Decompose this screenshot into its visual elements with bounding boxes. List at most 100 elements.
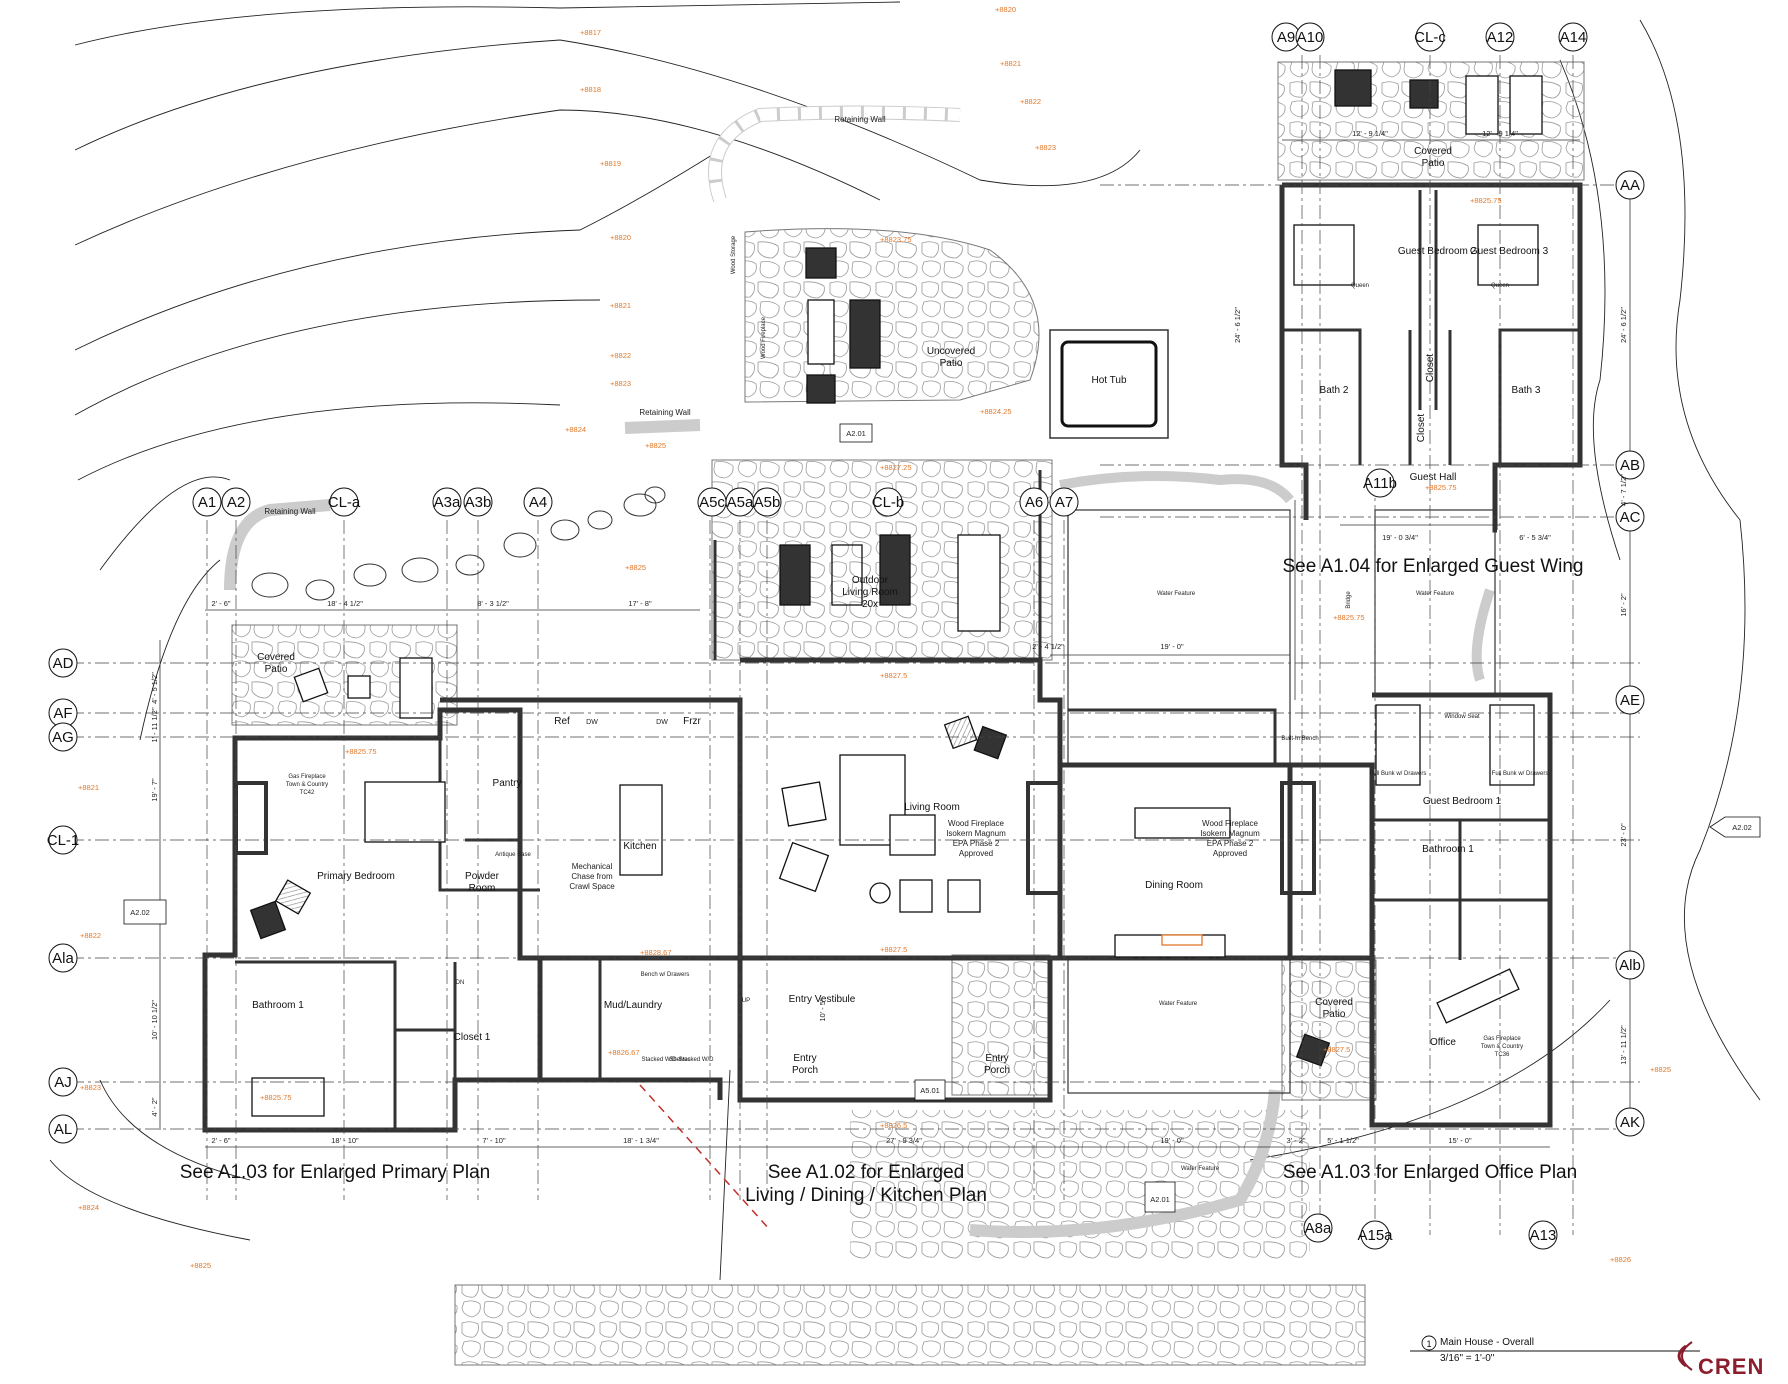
grid-label-mid-11: A7 [1055,494,1073,511]
label-gas-fp-1: Gas Fireplace [288,774,326,780]
elevation-marker: +8823 [1035,143,1056,152]
grid-bubble [463,487,493,517]
elevation-marker: +8825.75 [1425,483,1457,492]
label-mechanical-1: Mechanical [572,862,613,871]
section-tag-1: A2.01 [846,429,866,438]
label-closet-a: Closet [1425,354,1436,383]
label-dn: DN [456,980,465,986]
grid-label-bottom-0: A8a [1305,1220,1332,1237]
label-primary-bedroom: Primary Bedroom [317,871,395,882]
dim-26: 4' - 5 1/2" [150,672,159,704]
grid-bubble [1615,1107,1645,1137]
label-entry-porch-a-1: Entry [793,1053,816,1064]
dim-16: 12' - 9 1/4" [1352,129,1388,138]
elevation-marker: +8820 [610,233,631,242]
label-dw-b: DW [656,719,668,726]
dim-2: 18' - 4 1/2" [327,599,363,608]
elevation-marker: +8817 [580,28,601,37]
label-hot-tub: Hot Tub [1091,375,1126,386]
label-bath-3: Bath 3 [1512,385,1541,396]
label-frzr: Frzr [683,716,701,727]
grid-bubble [1019,487,1049,517]
elevation-marker: +8823 [610,379,631,388]
label-water-feature-d: Water Feature [1181,1166,1220,1172]
dim-15: 15' - 0" [1448,1136,1472,1145]
grid-bubble [1615,950,1645,980]
grid-label-left-6: AL [54,1121,72,1138]
elevation-marker: +8821 [78,783,99,792]
label-mud-laundry: Mud/Laundry [604,1000,662,1011]
dim-7: 2' - 6" [211,1136,230,1145]
grid-label-top-4: A14 [1560,29,1587,46]
topo-contours [49,1,1761,1281]
elevation-marker: +8825.75 [260,1093,292,1102]
note-office: See A1.03 for Enlarged Office Plan [1283,1162,1577,1183]
fixture-labels: Ref DW DW Frzr Wood Storage Wood Firepla… [286,235,1549,1063]
dim-28: 19' - 7" [150,778,159,802]
grid-bubble [1615,170,1645,200]
grid-label-right-4: Alb [1619,957,1641,974]
section-cut-line [639,1084,771,1231]
label-gas-fp-office-2: Town & Country [1481,1044,1523,1050]
label-guest-hall: Guest Hall [1410,472,1457,483]
grid-label-left-5: AJ [54,1074,72,1091]
section-tag-2: A2.02 [130,908,150,917]
grid-bubble [1615,685,1645,715]
dim-30: 4' - 2" [150,1097,159,1116]
dim-17: 12' - 9 1/4" [1482,129,1518,138]
elevation-marker: +8821 [610,301,631,310]
grid-bubble [432,487,462,517]
label-covered-patio-right-1: Covered [1315,997,1353,1008]
elevation-marker: +8825 [625,563,646,572]
grid-bubble [48,648,78,678]
grid-label-left-2: AG [52,729,74,746]
dim-21: 19' - 0 3/4" [1382,533,1418,542]
label-retaining-wall-b: Retaining Wall [639,408,691,417]
label-wood-fireplace-a-4: Approved [959,849,993,858]
dim-25: 13' - 11 1/2" [1619,1025,1628,1065]
label-covered-patio-left-1: Covered [257,652,295,663]
label-wood-fireplace-a-2: Isokern Magnum [946,829,1006,838]
grid-label-left-3: CL-1 [47,832,80,849]
dim-23: 16' - 2" [1619,593,1628,617]
elevation-marker: +8824.25 [980,407,1012,416]
grid-label-left-0: AD [53,655,74,672]
label-bridge: Bridge [1346,591,1352,609]
label-antique-base: Antique Base [495,852,531,858]
note-living-2: Living / Dining / Kitchen Plan [745,1185,987,1206]
section-tag-3: A2.02 [1732,823,1752,832]
label-covered-patio-top-2: Patio [1422,158,1445,169]
label-wood-storage: Wood Storage [731,235,737,274]
dim-24: 23' - 0" [1619,823,1628,847]
grid-label-right-0: AA [1620,177,1640,194]
grid-label-top-1: A10 [1297,29,1324,46]
label-gas-fp-office-1: Gas Fireplace [1483,1036,1521,1042]
dim-8: 18' - 10" [331,1136,359,1145]
grid-bubble [1528,1220,1558,1250]
grid-bubble [1415,22,1445,52]
label-gas-fp-2: Town & Country [286,782,328,788]
grid-bubble [1615,502,1645,532]
note-primary: See A1.03 for Enlarged Primary Plan [180,1162,491,1183]
grid-label-mid-0: A1 [198,494,216,511]
grid-bubble [523,487,553,517]
dim-9: 7' - 10" [482,1136,506,1145]
grid-bubble [221,487,251,517]
grid-bubble [1360,1220,1390,1250]
label-entry-porch-a-2: Porch [792,1065,818,1076]
title-scale: 3/16" = 1'-0" [1440,1353,1495,1364]
furniture [249,69,1543,1117]
label-window-seat: Window Seat [1444,714,1480,720]
elevation-marker: +8821 [1000,59,1021,68]
grid-bubble [48,1067,78,1097]
label-ref: Ref [554,716,570,727]
label-guest-bedroom-2: Guest Bedroom 2 [1398,246,1477,257]
elevation-marker: +8822 [1020,97,1041,106]
label-retaining-wall-a: Retaining Wall [834,115,886,124]
room-labels: Guest Bedroom 2 Guest Bedroom 3 Bath 2 B… [252,115,1548,1172]
label-covered-patio-left-2: Patio [265,664,288,675]
elevation-marker: +8826.5 [880,1121,907,1130]
label-office: Office [1430,1037,1456,1048]
label-outdoor-living-3: 20x [862,599,878,610]
